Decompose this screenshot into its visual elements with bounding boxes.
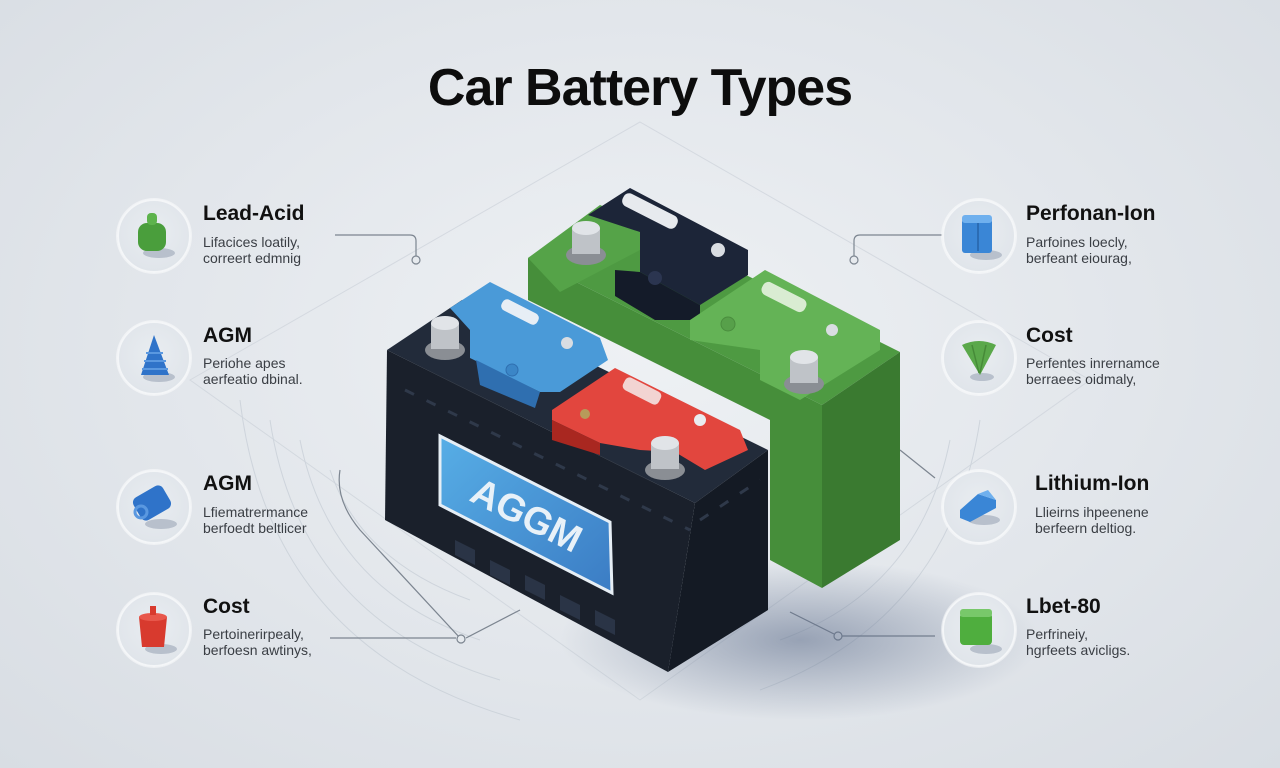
green-cone-icon [942,321,1016,395]
item-desc: Lfiematrermance [203,504,309,520]
battery-back [528,188,900,588]
page-title: Car Battery Types [427,59,853,117]
item-desc: Perfentes inrernamce [1026,355,1160,371]
item-title: Lead-Acid [203,202,305,225]
item-desc: berraees oidmaly, [1026,371,1137,387]
blue-engine-icon [117,470,191,544]
item-desc: berfoesn awtinys, [203,642,312,658]
item-desc: Llieirns ihpeenene [1035,504,1149,520]
item-title: Cost [1026,324,1073,347]
red-canister-icon [117,593,191,667]
item-desc: hgrfeets avicligs. [1026,642,1131,658]
blue-battery-cell-icon [942,199,1016,273]
green-cube-icon [942,593,1016,667]
item-desc: berfeant eiourag, [1026,250,1132,266]
item-desc: correert edmnig [203,250,302,266]
item-title: Perfonan-Ion [1026,202,1156,225]
item-desc: Lifacices loatily, [203,234,301,250]
green-cap-icon [117,199,191,273]
item-title: Lbet-80 [1026,595,1101,618]
item-desc: aerfeatio dbinal. [203,371,303,387]
item-desc: Perfrineiy, [1026,626,1088,642]
item-title: Lithium-Ion [1035,472,1150,495]
item-title: Cost [203,595,250,618]
item-title: AGM [203,324,252,347]
blue-module-icon [942,470,1016,544]
item-title: AGM [203,472,252,495]
item-desc: berfeern deltiog. [1035,520,1137,536]
item-desc: Pertoinerirpealy, [203,626,304,642]
item-desc: berfoedt beltlicer [203,520,307,536]
item-desc: Periohe apes [203,355,286,371]
item-desc: Parfoines loecly, [1026,234,1128,250]
blue-coil-icon [117,321,191,395]
battery-front: AGGM [385,282,768,672]
